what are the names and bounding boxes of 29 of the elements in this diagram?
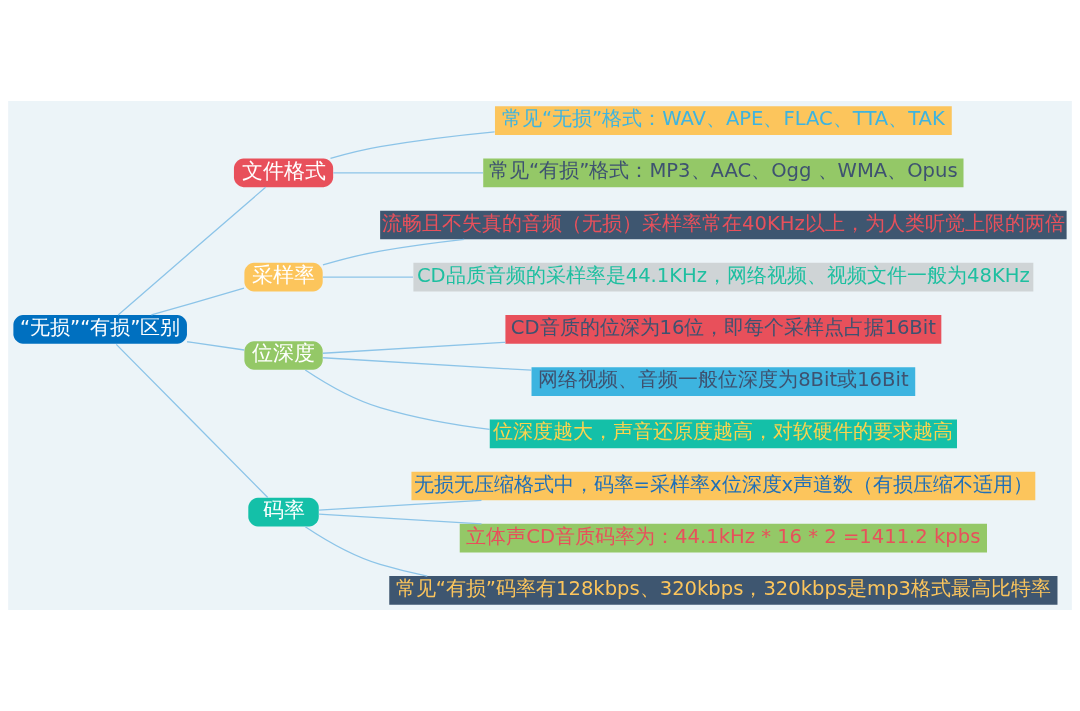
node-box: 码率 [248, 497, 319, 527]
node-box: 位深度越大，声音还原度越高，对软硬件的要求越高 [489, 419, 957, 449]
connector [318, 513, 483, 525]
node-box: 常见“有损”码率有128kbps、320kbps，320kbps是mp3格式最高比特率 [389, 576, 1058, 605]
node-box: 常见“有损”格式：MP3、AAC、Ogg 、WMA、Opus [483, 158, 964, 188]
node-box: CD音质的位深为16位，即每个采样点占据16Bit [505, 315, 942, 344]
node-box: 文件格式 [233, 158, 334, 188]
node-box: 采样率 [244, 262, 323, 292]
connector [150, 287, 245, 316]
node-box: 位深度 [244, 341, 323, 370]
connector [322, 341, 506, 354]
connector [322, 357, 533, 371]
node-box: CD品质音频的采样率是44.1KHz，网络视频、视频文件一般为48KHz [413, 262, 1034, 292]
node-box: “无损”“有损”区别 [13, 315, 187, 344]
connector [117, 186, 267, 316]
connector [304, 526, 428, 577]
node-box: 立体声CD音质码率为：44.1kHz * 16 * 2 =1411.2 kpbs [459, 523, 987, 553]
connector [322, 276, 414, 278]
node-box: 流畅且不失真的音频（无损）采样率常在40KHz以上，为人类听觉上限的两倍 [380, 210, 1067, 240]
connector [332, 172, 484, 174]
connector [318, 499, 483, 511]
connector [329, 131, 496, 160]
connector [322, 238, 465, 266]
connector [304, 369, 491, 431]
node-box: 无损无压缩格式中，码率=采样率x位深度x声道数（有损压缩不适用） [411, 471, 1036, 501]
connector [115, 343, 269, 499]
connector [186, 341, 245, 351]
node-box: 网络视频、音频一般位深度为8Bit或16Bit [531, 367, 916, 396]
node-box: 常见“无损”格式：WAV、APE、FLAC、TTA、TAK [494, 106, 952, 135]
